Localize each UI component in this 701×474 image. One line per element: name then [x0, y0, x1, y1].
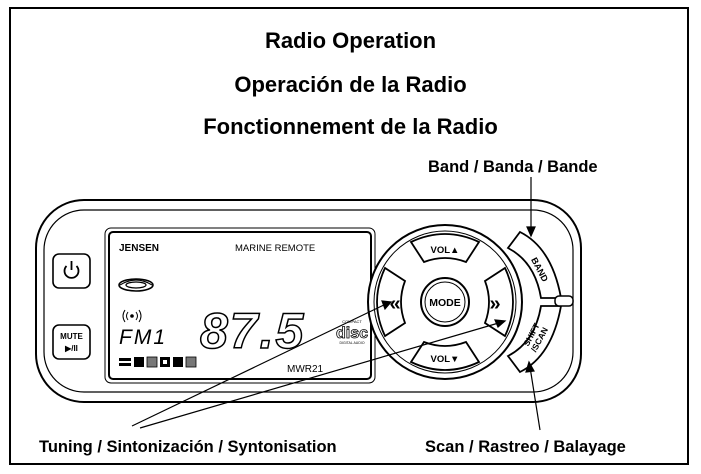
svg-text:»: » [489, 293, 500, 315]
tuning-callout: Tuning / Sintonización / Syntonisation [39, 438, 337, 456]
svg-text:DIGITAL AUDIO: DIGITAL AUDIO [339, 341, 364, 345]
band-callout: Band / Banda / Bande [428, 158, 598, 176]
title-french: Fonctionnement de la Radio [203, 114, 498, 139]
strap-peg [554, 295, 574, 307]
title-english: Radio Operation [264, 28, 437, 53]
model-number: MWR21 [287, 364, 324, 375]
disc-icon [118, 278, 154, 292]
vol-down-button[interactable]: VOL▼ [409, 340, 481, 371]
mute-play-pause-button[interactable]: MUTE ▶/II [52, 324, 91, 360]
brand-logo: JENSEN [119, 243, 159, 254]
lcd-segment-indicators [119, 356, 197, 368]
svg-text:COMPACT: COMPACT [342, 319, 362, 324]
power-icon [63, 261, 80, 279]
svg-text:«: « [389, 293, 400, 315]
power-button[interactable] [52, 253, 91, 289]
svg-text:VOL▼: VOL▼ [431, 354, 460, 365]
svg-text:disc: disc [336, 325, 368, 342]
svg-text:VOL▲: VOL▲ [431, 245, 460, 256]
page-frame [9, 7, 689, 465]
stereo-broadcast-icon [122, 309, 142, 323]
band-indicator: FM1 [119, 326, 167, 349]
band-button[interactable]: BAND [506, 230, 563, 299]
frequency-readout: 87.5 [200, 303, 305, 359]
model-label: MARINE REMOTE [235, 243, 315, 254]
svg-text:MODE: MODE [429, 297, 461, 309]
scan-callout: Scan / Rastreo / Balayage [425, 438, 626, 456]
compact-disc-logo: COMPACT disc DIGITAL AUDIO [336, 319, 369, 345]
play-pause-label: ▶/II [64, 344, 78, 353]
vol-up-button[interactable]: VOL▲ [409, 233, 481, 264]
tune-right-button[interactable]: » [483, 266, 514, 338]
callout-lines [131, 177, 541, 431]
mode-button[interactable]: MODE [420, 277, 470, 327]
mute-label: MUTE [60, 332, 83, 341]
title-spanish: Operación de la Radio [234, 72, 467, 97]
